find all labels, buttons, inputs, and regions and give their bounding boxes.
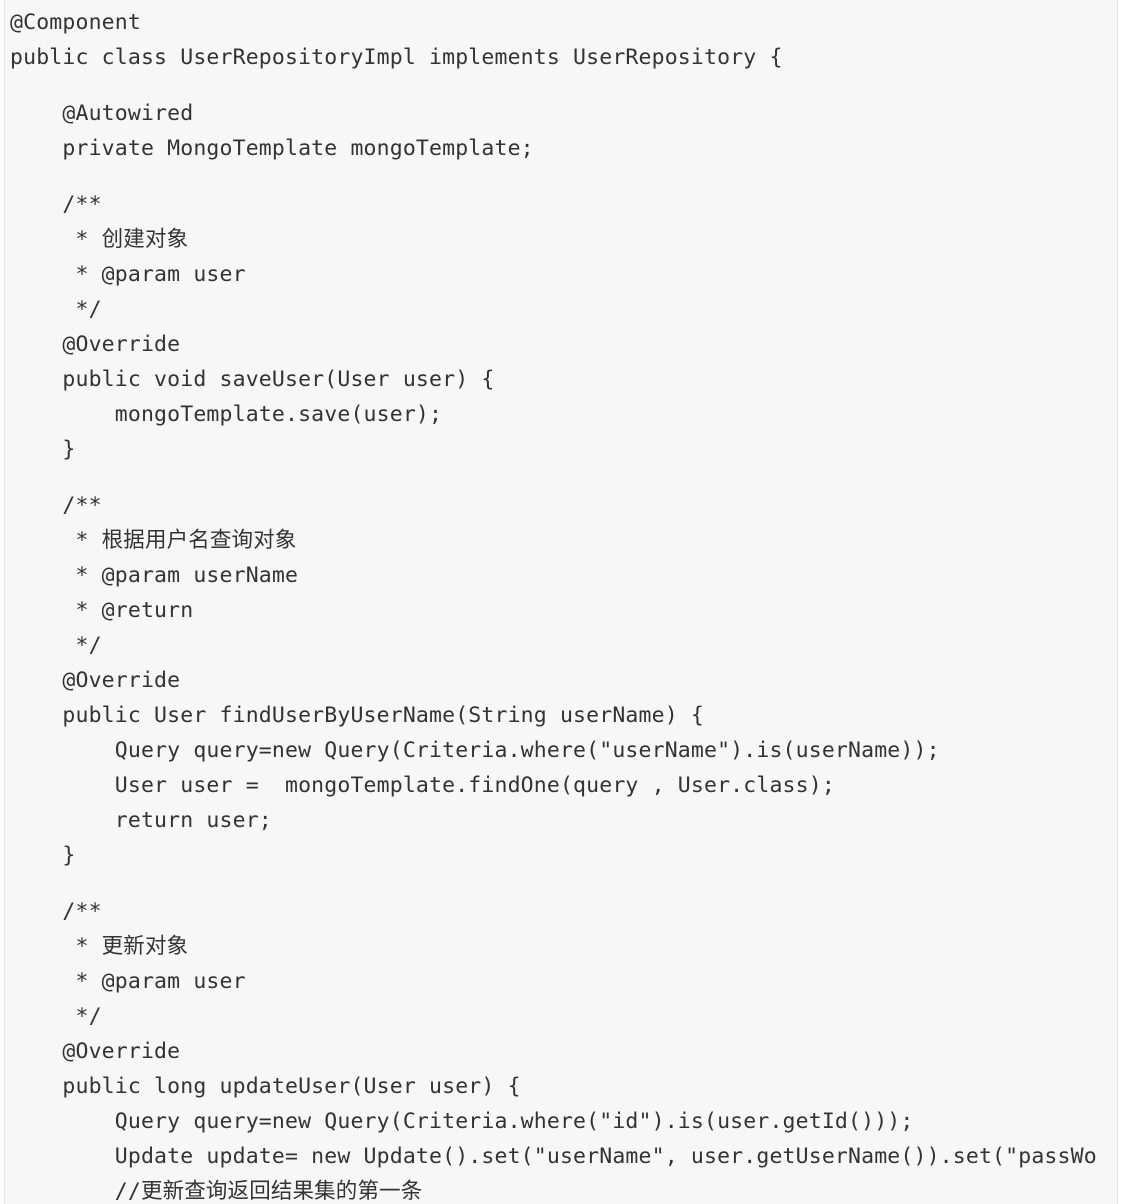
code-line: public void saveUser(User user) {: [10, 367, 495, 392]
code-line: */: [10, 297, 102, 322]
code-line: /**: [10, 192, 102, 217]
code-line: */: [10, 633, 102, 658]
code-line: * @param userName: [10, 563, 299, 588]
code-lines: @Component public class UserRepositoryIm…: [10, 5, 1117, 1204]
code-line: }: [10, 843, 76, 868]
code-line: mongoTemplate.save(user);: [10, 402, 443, 427]
code-line: }: [10, 437, 76, 462]
code-line: Query query=new Query(Criteria.where("id…: [10, 1109, 914, 1134]
code-line: @Override: [10, 332, 181, 357]
code-line: * 根据用户名查询对象: [10, 528, 297, 553]
code-line: public User findUserByUserName(String us…: [10, 703, 704, 728]
code-line: @Override: [10, 1039, 181, 1064]
blank-line: [10, 873, 1117, 894]
code-line: Query query=new Query(Criteria.where("us…: [10, 738, 940, 763]
blank-line: [10, 166, 1117, 187]
code-line: * @return: [10, 598, 194, 623]
code-line: * 创建对象: [10, 227, 189, 252]
code-line: */: [10, 1004, 102, 1029]
code-line: /**: [10, 493, 102, 518]
code-line: * @param user: [10, 969, 246, 994]
code-line: @Component: [10, 10, 141, 35]
code-line: return user;: [10, 808, 272, 833]
code-line: @Override: [10, 668, 181, 693]
blank-line: [10, 467, 1117, 488]
code-line: public class UserRepositoryImpl implemen…: [10, 45, 783, 70]
code-line: Update update= new Update().set("userNam…: [10, 1144, 1097, 1169]
code-line: @Autowired: [10, 101, 194, 126]
code-line: /**: [10, 899, 102, 924]
code-line: * 更新对象: [10, 934, 189, 959]
blank-line: [10, 75, 1117, 96]
code-line: public long updateUser(User user) {: [10, 1074, 521, 1099]
code-line: //更新查询返回结果集的第一条: [10, 1179, 423, 1204]
code-line: * @param user: [10, 262, 246, 287]
code-line: User user = mongoTemplate.findOne(query …: [10, 773, 835, 798]
code-line: private MongoTemplate mongoTemplate;: [10, 136, 534, 161]
code-block: @Component public class UserRepositoryIm…: [4, 0, 1118, 1204]
